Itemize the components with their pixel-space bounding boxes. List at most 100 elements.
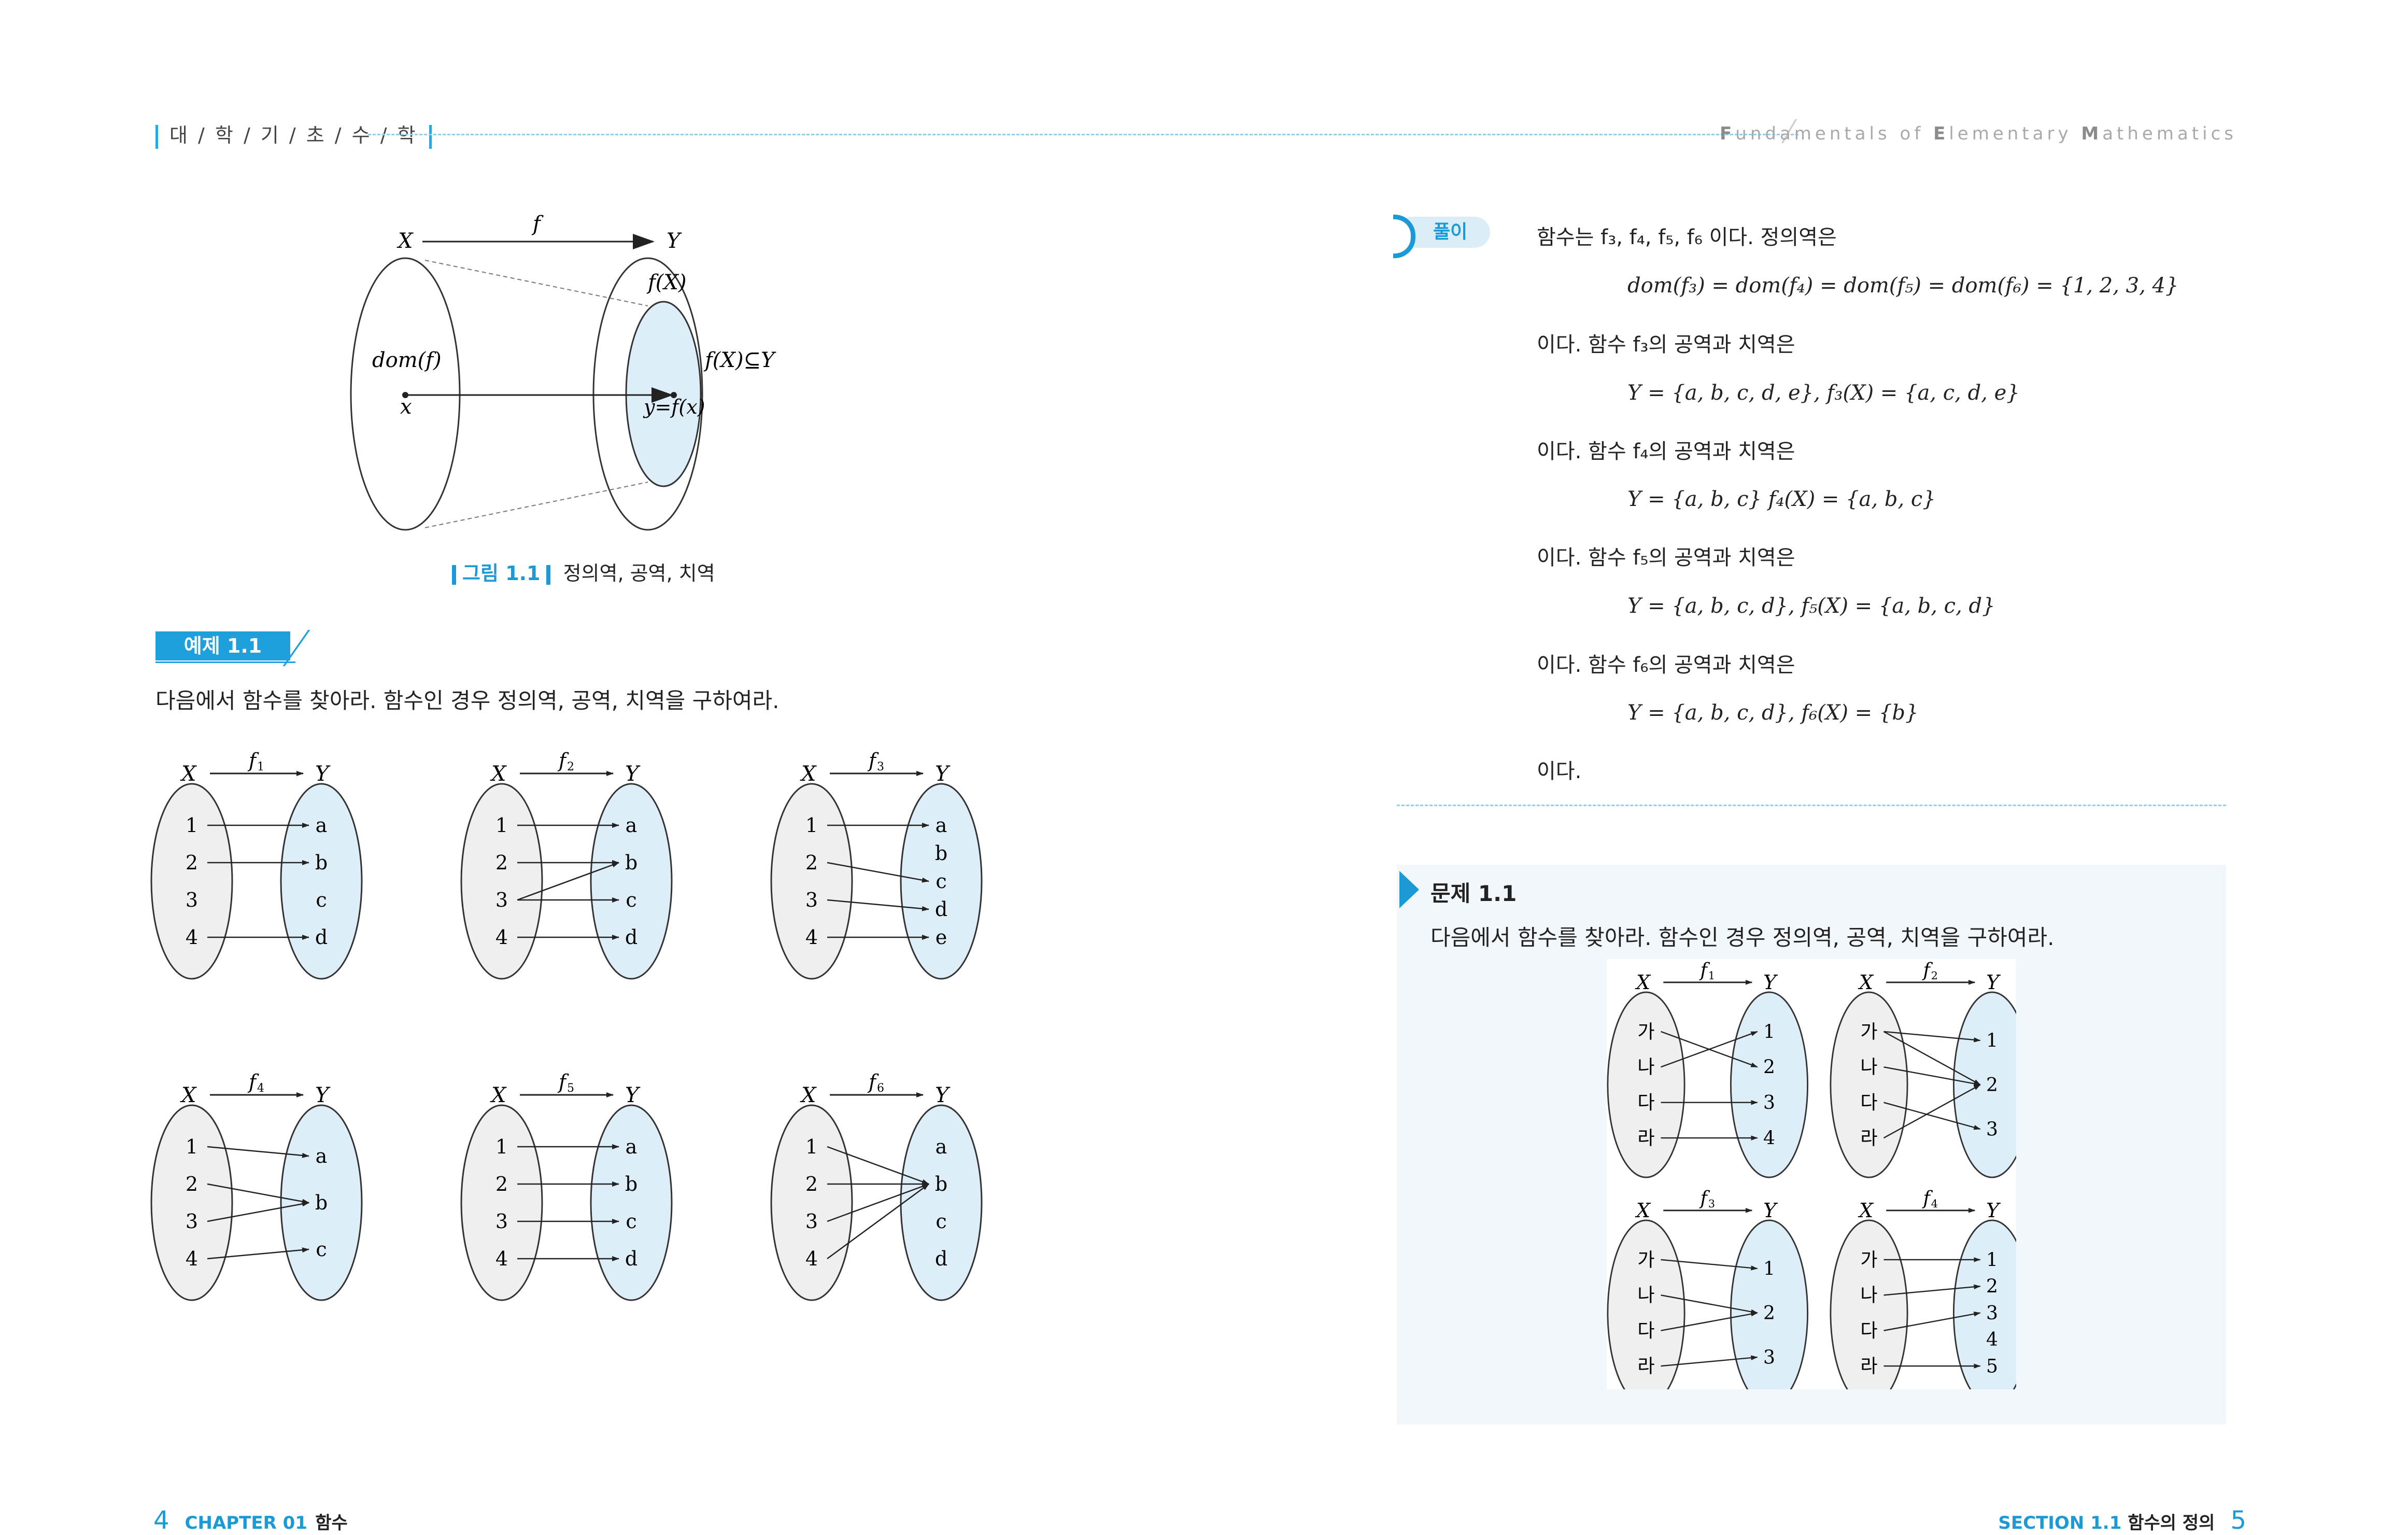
domain-element: 다 [1637, 1091, 1654, 1114]
codomain-element: c [626, 1210, 636, 1233]
label-X: X [1635, 1199, 1651, 1222]
mapping-arrow [827, 862, 929, 883]
solution-line-3: 이다. 함수 f₄의 공역과 치역은 [1537, 440, 1795, 463]
label-X: X [180, 762, 197, 786]
problem-prompt: 다음에서 함수를 찾아라. 함수인 경우 정의역, 공역, 치역을 구하여라. [1430, 925, 2055, 950]
domain-element: 2 [495, 851, 508, 874]
mapping-arrow [207, 1146, 309, 1158]
mapping-arrow [1661, 1031, 1758, 1068]
example-badge: 예제 1.1 [155, 631, 290, 660]
domain-element: 4 [186, 926, 198, 949]
function-subscript: 3 [877, 761, 884, 773]
label-y: y=f(x) [643, 396, 705, 418]
problem-title: 문제 1.1 [1430, 881, 1517, 906]
solution-line-4: 이다. 함수 f₅의 공역과 치역은 [1537, 546, 1795, 570]
domain-element: 다 [1637, 1319, 1654, 1342]
label-Y: Y [1763, 971, 1778, 994]
head-bar [429, 124, 432, 149]
domain-element: 4 [805, 926, 818, 949]
mapping-arrow [1883, 1084, 1981, 1139]
codomain-set-ellipse [900, 783, 983, 980]
domain-element: 1 [495, 814, 508, 837]
solution-math-2: Y = {a, b, c, d, e}, f₃(X) = {a, c, d, e… [1627, 381, 2020, 405]
mapping-arrow [1883, 1031, 1981, 1086]
domain-element: 3 [495, 889, 508, 911]
codomain-element: 1 [1986, 1029, 1998, 1051]
domain-element: 다 [1860, 1091, 1877, 1114]
domain-element: 나 [1637, 1056, 1654, 1078]
figure-domain-codomain-range: X Y f dom(f) f(X) f(X)⊆Y x y=f(x) [350, 212, 776, 531]
mapping-arrow [1883, 1031, 1981, 1043]
domain-element: 가 [1860, 1020, 1877, 1043]
codomain-element: e [936, 926, 947, 949]
solution-line-5: 이다. 함수 f₆의 공역과 치역은 [1537, 653, 1795, 677]
range-ellipse [625, 301, 702, 487]
label-X: X [1858, 971, 1874, 994]
domain-set-ellipse [150, 783, 233, 980]
page-number-left: 4 [153, 1506, 169, 1535]
book-title-korean: 대 / 학 / 기 / 초 / 수 / 학 [169, 124, 418, 147]
codomain-element: a [316, 1145, 328, 1167]
mapping-arrow [1883, 1284, 1981, 1296]
mapping-arrow [1661, 1259, 1758, 1271]
mapping-arrow [827, 1183, 929, 1222]
label-X: X [800, 762, 817, 786]
function-subscript: 1 [1708, 969, 1715, 982]
domain-set-ellipse [770, 1104, 853, 1301]
codomain-element: 2 [1986, 1275, 1998, 1298]
domain-element: 다 [1860, 1319, 1877, 1342]
codomain-element: 4 [1986, 1328, 1998, 1350]
label-x: x [400, 395, 412, 419]
domain-element: 라 [1637, 1355, 1654, 1377]
section-label: SECTION 1.1 [1998, 1513, 2122, 1533]
chapter-label: CHAPTER 01 [185, 1513, 307, 1533]
domain-element: 나 [1860, 1056, 1877, 1078]
function-subscript: 2 [567, 761, 574, 773]
domain-element: 나 [1637, 1284, 1654, 1306]
domain-element: 3 [186, 1210, 198, 1233]
label-Y: Y [315, 762, 331, 786]
label-domain: dom(f) [372, 348, 442, 372]
label-X: X [1858, 1199, 1874, 1222]
label-Y: Y [1986, 1199, 2001, 1222]
running-head-left: 대 / 학 / 기 / 초 / 수 / 학 [155, 119, 432, 149]
domain-element: 3 [805, 889, 818, 911]
label-Y: Y [1763, 1199, 1778, 1222]
label-f: f [531, 212, 544, 236]
codomain-element: 4 [1763, 1126, 1775, 1149]
codomain-element: b [315, 1191, 328, 1214]
domain-element: 4 [805, 1247, 818, 1270]
domain-set-ellipse [1607, 991, 1685, 1178]
solution-math-5: Y = {a, b, c, d}, f₆(X) = {b} [1627, 701, 1919, 725]
codomain-element: 3 [1986, 1302, 1998, 1324]
footer-right: SECTION 1.1 함수의 정의 5 [1998, 1506, 2246, 1535]
domain-element: 1 [805, 814, 818, 837]
page-number-right: 5 [2230, 1506, 2246, 1535]
section-title: 함수의 정의 [2128, 1513, 2215, 1533]
domain-element: 가 [1860, 1248, 1877, 1271]
label-Y: Y [1986, 971, 2001, 994]
codomain-element: a [626, 1135, 638, 1158]
domain-element: 4 [186, 1247, 198, 1270]
badge-underline [155, 661, 295, 663]
mapping-arrow [827, 1146, 929, 1185]
domain-element: 1 [186, 1135, 198, 1158]
codomain-element: b [625, 1173, 638, 1195]
domain-element: 2 [495, 1173, 508, 1195]
running-head-right: Fundamentals of Elementary Mathematics [1720, 123, 2237, 144]
domain-element: 라 [1637, 1126, 1654, 1149]
codomain-element: 2 [1986, 1074, 1998, 1096]
codomain-set-ellipse [900, 1104, 983, 1301]
domain-element: 라 [1860, 1355, 1877, 1377]
codomain-element: 3 [1986, 1118, 1998, 1140]
codomain-element: 5 [1986, 1355, 1998, 1377]
solution-math-4: Y = {a, b, c, d}, f₅(X) = {a, b, c, d} [1627, 594, 1995, 618]
codomain-element: d [315, 926, 328, 949]
